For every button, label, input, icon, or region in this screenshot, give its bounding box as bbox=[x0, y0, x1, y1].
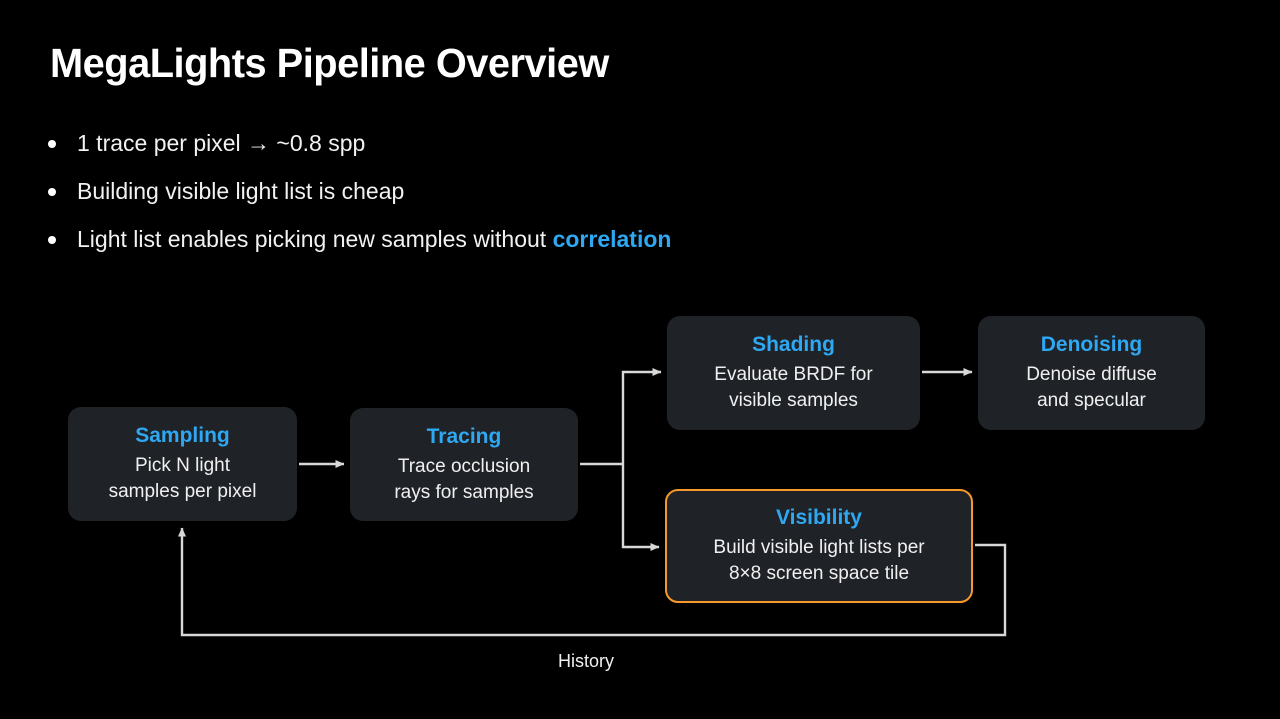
node-description: Evaluate BRDF for visible samples bbox=[714, 364, 873, 411]
bullet-dot-icon bbox=[48, 236, 56, 244]
bullet-text: Building visible light list is cheap bbox=[77, 177, 404, 205]
bullet-text-main: 1 trace per pixel → ~0.8 spp bbox=[77, 130, 366, 156]
bullet-list: 1 trace per pixel → ~0.8 spp Building vi… bbox=[48, 129, 1148, 273]
diagram-node-visibility[interactable]: Visibility Build visible light lists per… bbox=[665, 489, 973, 603]
list-item: Building visible light list is cheap bbox=[48, 177, 1148, 225]
diagram-node-tracing[interactable]: Tracing Trace occlusion rays for samples bbox=[350, 408, 578, 521]
page-title: MegaLights Pipeline Overview bbox=[50, 40, 609, 86]
node-description: Build visible light lists per 8×8 screen… bbox=[713, 537, 925, 584]
node-title: Shading bbox=[752, 333, 835, 356]
list-item: Light list enables picking new samples w… bbox=[48, 225, 1148, 273]
node-title: Visibility bbox=[776, 506, 862, 529]
node-title: Denoising bbox=[1040, 333, 1143, 356]
edge-label-history: History bbox=[558, 651, 615, 671]
bullet-text-main: Building visible light list is cheap bbox=[77, 178, 405, 204]
node-description: Pick N light samples per pixel bbox=[108, 455, 257, 502]
bullet-highlight-correlation: correlation bbox=[552, 226, 672, 252]
diagram-node-shading[interactable]: Shading Evaluate BRDF for visible sample… bbox=[667, 316, 920, 430]
node-title: Tracing bbox=[426, 424, 502, 448]
bullet-text-main: Light list enables picking new samples w… bbox=[77, 226, 553, 252]
diagram-node-denoising[interactable]: Denoising Denoise diffuse and specular bbox=[978, 316, 1205, 430]
bullet-dot-icon bbox=[48, 140, 56, 148]
bullet-dot-icon bbox=[48, 188, 56, 196]
node-title: Sampling bbox=[135, 424, 230, 447]
edge-visibility-to-sampling-history bbox=[178, 527, 1007, 637]
node-description: Trace occlusion rays for samples bbox=[394, 455, 534, 503]
list-item: 1 trace per pixel → ~0.8 spp bbox=[48, 129, 1148, 177]
node-description: Denoise diffuse and specular bbox=[1026, 364, 1157, 411]
bullet-text: 1 trace per pixel → ~0.8 spp bbox=[77, 129, 365, 157]
diagram-node-sampling[interactable]: Sampling Pick N light samples per pixel bbox=[68, 407, 297, 521]
edge-tracing-split bbox=[580, 371, 625, 548]
bullet-text: Light list enables picking new samples w… bbox=[77, 225, 671, 253]
